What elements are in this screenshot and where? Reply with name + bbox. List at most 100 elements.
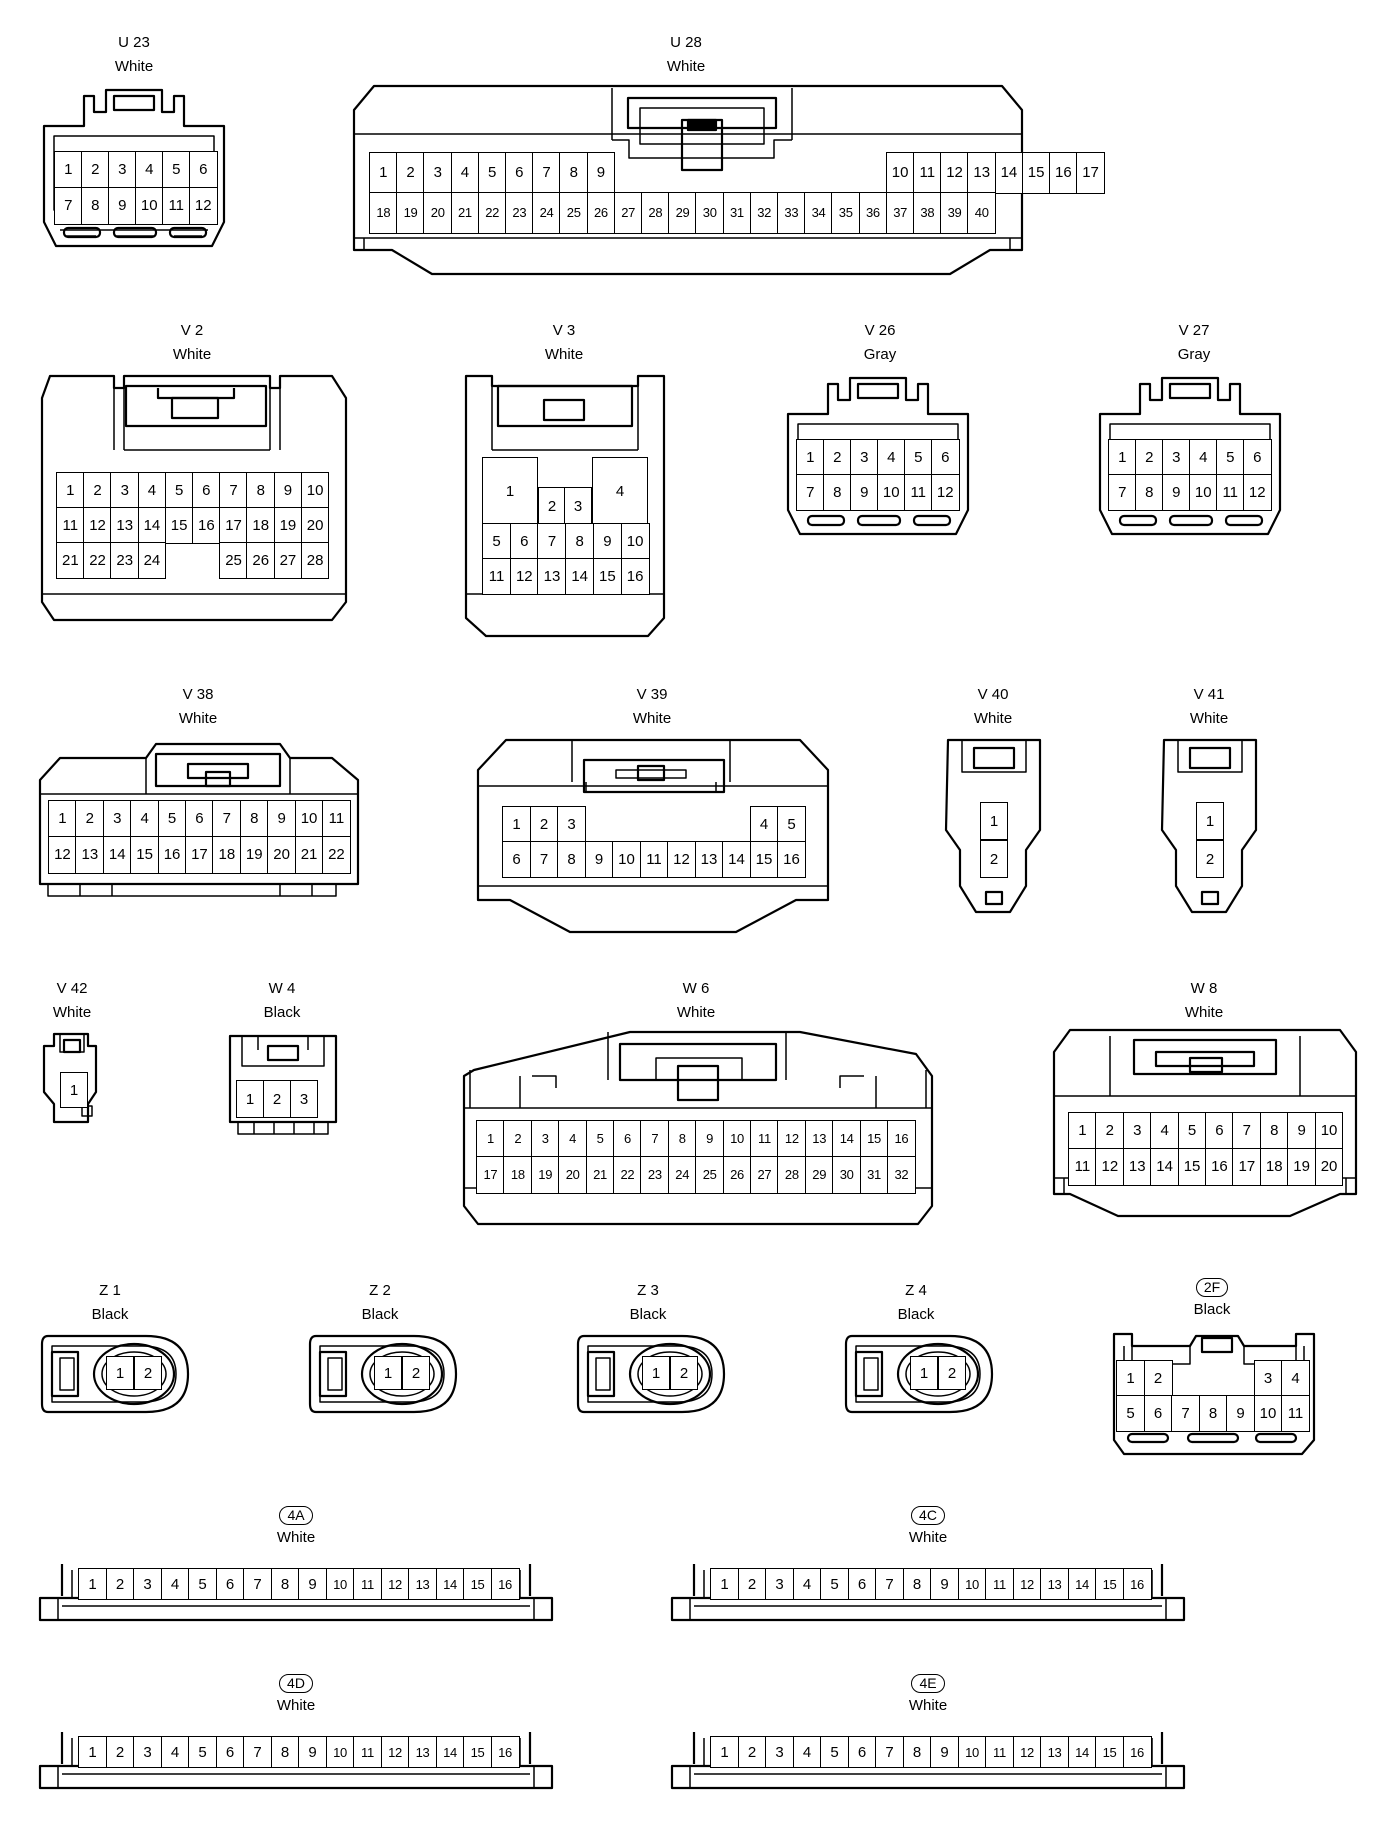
pin-u28-31: 31 bbox=[722, 192, 752, 234]
pin-v27-5: 5 bbox=[1216, 439, 1245, 476]
connector-code: U 28 bbox=[670, 34, 702, 51]
pin-c2f-9: 9 bbox=[1226, 1395, 1255, 1432]
connector-color: Gray bbox=[1177, 346, 1211, 363]
connector-code: 4C bbox=[818, 1506, 1038, 1525]
connector-color: White bbox=[276, 1529, 316, 1546]
pin-c4a-10: 10 bbox=[325, 1568, 355, 1600]
pin-u28-19: 19 bbox=[396, 192, 425, 234]
connector-code: V 40 bbox=[977, 686, 1009, 703]
pin-w6-15: 15 bbox=[859, 1120, 889, 1158]
pin-c4e-14: 14 bbox=[1067, 1736, 1097, 1768]
pin-v26-3: 3 bbox=[850, 439, 879, 476]
pin-c4a-8: 8 bbox=[270, 1568, 300, 1600]
pin-v38-9: 9 bbox=[267, 800, 297, 838]
pin-v2-26: 26 bbox=[246, 542, 276, 579]
connector-color: White bbox=[52, 1004, 92, 1021]
pin-c2f-10: 10 bbox=[1253, 1395, 1283, 1432]
pin-w6-2: 2 bbox=[503, 1120, 533, 1158]
pin-v3-6: 6 bbox=[509, 523, 539, 560]
connector-color: White bbox=[1189, 710, 1229, 727]
connector-code: U 23 bbox=[118, 34, 150, 51]
pin-v26-8: 8 bbox=[823, 474, 852, 511]
pin-c4c-6: 6 bbox=[847, 1568, 877, 1600]
connector-code-oval: 4D bbox=[279, 1674, 313, 1693]
pin-c4e-4: 4 bbox=[792, 1736, 822, 1768]
pin-c4e-15: 15 bbox=[1095, 1736, 1124, 1768]
pin-w6-22: 22 bbox=[613, 1156, 642, 1194]
pin-u28-1: 1 bbox=[369, 152, 398, 194]
pin-c4d-7: 7 bbox=[243, 1736, 272, 1768]
pin-w8-5: 5 bbox=[1177, 1112, 1207, 1150]
connector-color: White bbox=[908, 1529, 948, 1546]
connector-color: White bbox=[973, 710, 1013, 727]
pin-c4d-12: 12 bbox=[380, 1736, 410, 1768]
pin-u28-5: 5 bbox=[477, 152, 507, 194]
pin-u28-32: 32 bbox=[749, 192, 779, 234]
connector-code: Z 3 bbox=[637, 1282, 659, 1299]
pin-w8-3: 3 bbox=[1122, 1112, 1152, 1150]
pin-v2-5: 5 bbox=[164, 472, 194, 509]
pin-v39-5: 5 bbox=[777, 806, 806, 843]
pin-v3-2: 2 bbox=[538, 487, 566, 525]
pin-v38-8: 8 bbox=[239, 800, 269, 838]
pin-v41-2: 2 bbox=[1196, 840, 1224, 878]
pin-v2-28: 28 bbox=[300, 542, 330, 579]
pin-u28-15: 15 bbox=[1021, 152, 1051, 194]
pin-c4e-3: 3 bbox=[765, 1736, 794, 1768]
pin-v2-3: 3 bbox=[110, 472, 140, 509]
pin-w6-17: 17 bbox=[476, 1156, 505, 1194]
pin-u23-4: 4 bbox=[135, 151, 164, 189]
pin-v39-6: 6 bbox=[502, 841, 531, 878]
pin-w6-23: 23 bbox=[640, 1156, 670, 1194]
pin-w6-6: 6 bbox=[613, 1120, 642, 1158]
pin-w6-3: 3 bbox=[530, 1120, 560, 1158]
pin-u28-34: 34 bbox=[804, 192, 833, 234]
pin-c4d-8: 8 bbox=[270, 1736, 300, 1768]
pin-w8-2: 2 bbox=[1095, 1112, 1125, 1150]
pin-v38-5: 5 bbox=[157, 800, 187, 838]
pin-v27-2: 2 bbox=[1135, 439, 1164, 476]
pin-c4d-13: 13 bbox=[408, 1736, 437, 1768]
pin-v39-4: 4 bbox=[749, 806, 779, 843]
pin-u28-21: 21 bbox=[450, 192, 480, 234]
pin-v2-11: 11 bbox=[56, 507, 85, 544]
pin-v38-12: 12 bbox=[48, 836, 77, 874]
pin-c4e-2: 2 bbox=[737, 1736, 767, 1768]
pin-c4a-1: 1 bbox=[78, 1568, 107, 1600]
pin-w8-20: 20 bbox=[1314, 1148, 1344, 1186]
pin-w6-5: 5 bbox=[585, 1120, 615, 1158]
connector-code-oval: 4E bbox=[911, 1674, 945, 1693]
connector-housing-v2 bbox=[40, 374, 348, 622]
pin-v38-14: 14 bbox=[102, 836, 132, 874]
connector-code: W 4 bbox=[268, 980, 296, 997]
pin-w8-13: 13 bbox=[1122, 1148, 1152, 1186]
pin-z3-1: 1 bbox=[642, 1356, 670, 1390]
connector-color: Black bbox=[263, 1004, 301, 1021]
pin-v26-5: 5 bbox=[904, 439, 933, 476]
pin-c2f-6: 6 bbox=[1143, 1395, 1173, 1432]
pin-v38-15: 15 bbox=[130, 836, 160, 874]
pin-w8-15: 15 bbox=[1177, 1148, 1207, 1186]
pin-w6-13: 13 bbox=[804, 1120, 834, 1158]
connector-housing-v39 bbox=[476, 738, 830, 934]
pin-w8-17: 17 bbox=[1232, 1148, 1262, 1186]
pin-v26-12: 12 bbox=[931, 474, 960, 511]
pin-u28-3: 3 bbox=[423, 152, 453, 194]
pin-v2-7: 7 bbox=[219, 472, 248, 509]
pin-c4c-1: 1 bbox=[710, 1568, 739, 1600]
pin-c4d-9: 9 bbox=[298, 1736, 327, 1768]
connector-code: V 38 bbox=[182, 686, 214, 703]
pin-v38-2: 2 bbox=[75, 800, 105, 838]
connector-housing-v42 bbox=[42, 1032, 98, 1124]
pin-w6-7: 7 bbox=[640, 1120, 670, 1158]
connector-code-oval: 2F bbox=[1195, 1278, 1229, 1297]
connector-code: V 2 bbox=[180, 322, 204, 339]
pin-u28-22: 22 bbox=[477, 192, 507, 234]
pin-v2-13: 13 bbox=[110, 507, 140, 544]
pin-w8-7: 7 bbox=[1232, 1112, 1262, 1150]
